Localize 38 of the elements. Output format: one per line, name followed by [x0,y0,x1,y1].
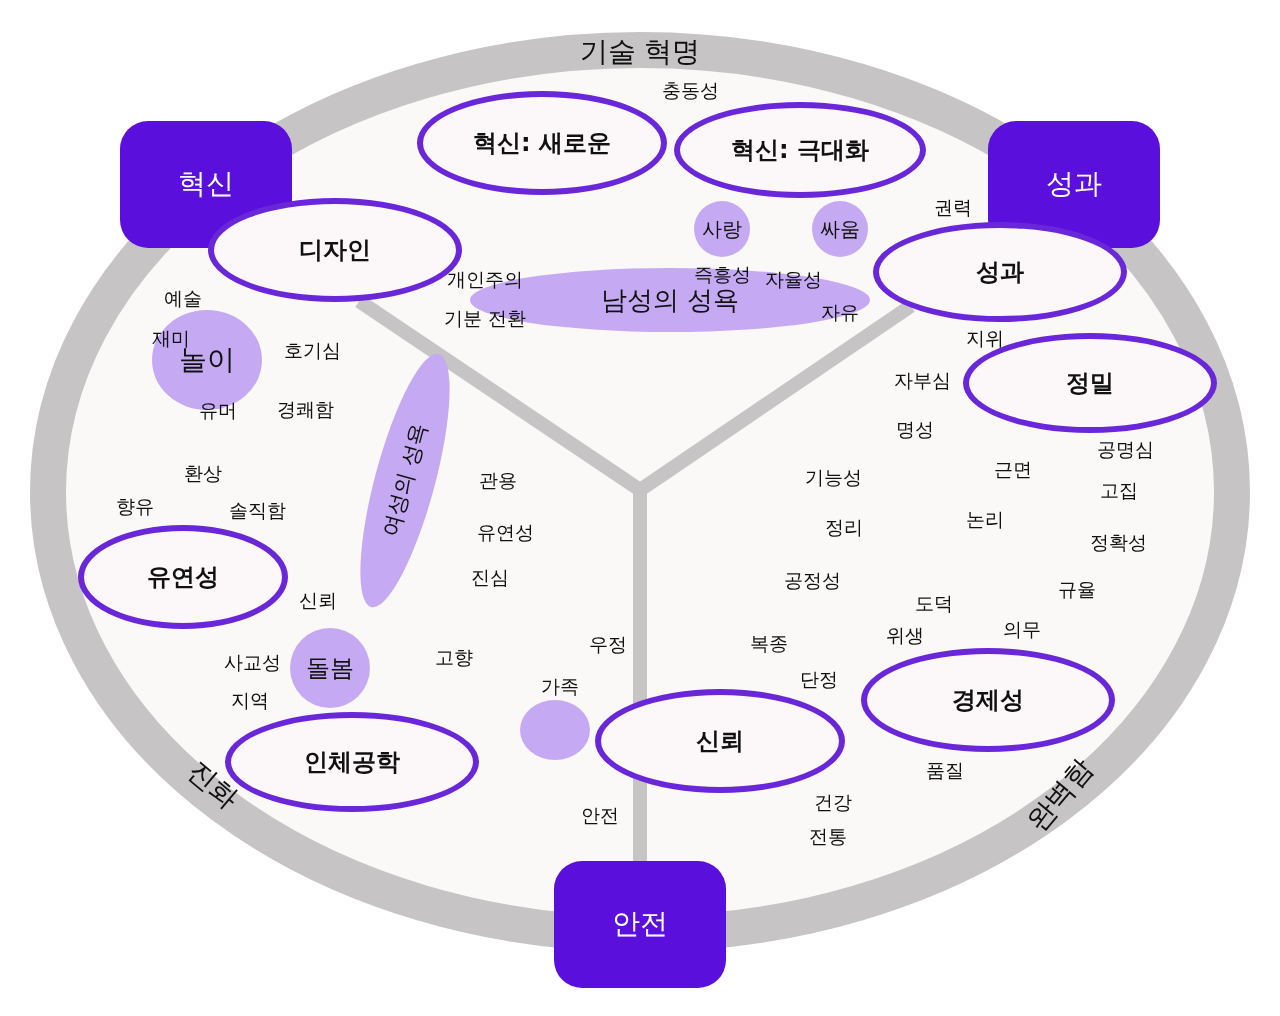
keyword-label: 기능성 [804,467,862,487]
keyword-label: 공정성 [783,570,841,590]
keyword-label: 규율 [1058,579,1096,599]
keyword-label: 전통 [809,826,847,846]
keyword-label: 권력 [934,197,972,217]
keyword-label: 우정 [589,634,627,654]
keyword-label: 지역 [231,690,269,710]
keyword-label: 복종 [750,633,788,653]
keyword-label: 즉흥성 [693,264,751,284]
keyword-label: 고향 [435,647,473,667]
category-box: 안전 [554,860,726,988]
keyword-label: 공명심 [1096,439,1154,459]
keyword-label: 사교성 [223,652,281,672]
keyword-label: 진심 [471,567,509,587]
keyword-label: 근면 [994,459,1032,479]
keyword-label: 정리 [825,517,863,537]
keyword-label: 재미 [152,328,190,348]
keyword-label: 고집 [1100,480,1138,500]
keyword-label: 자율성 [764,269,822,289]
keyword-label: 단정 [800,669,838,689]
keyword-label: 관용 [479,470,517,490]
keyword-label: 건강 [814,792,852,812]
keyword-label: 도덕 [915,593,953,613]
keyword-label: 가족 [541,676,579,696]
keyword-label: 정확성 [1089,532,1147,552]
keyword-label: 경쾌함 [276,399,334,419]
keyword-label: 안전 [581,805,619,825]
keyword-label: 논리 [966,509,1004,529]
keyword-label: 호기심 [283,340,341,360]
ring-label: 기술 혁명 [579,38,701,66]
keyword-label: 명성 [896,419,934,439]
keyword-label: 신뢰 [299,590,337,610]
keyword-label: 유연성 [476,522,534,542]
keyword-label: 예술 [164,288,202,308]
keyword-label: 자부심 [893,370,951,390]
keyword-label: 기분 전환 [444,308,526,328]
keyword-label: 환상 [184,463,222,483]
keyword-label: 자유 [821,302,859,322]
